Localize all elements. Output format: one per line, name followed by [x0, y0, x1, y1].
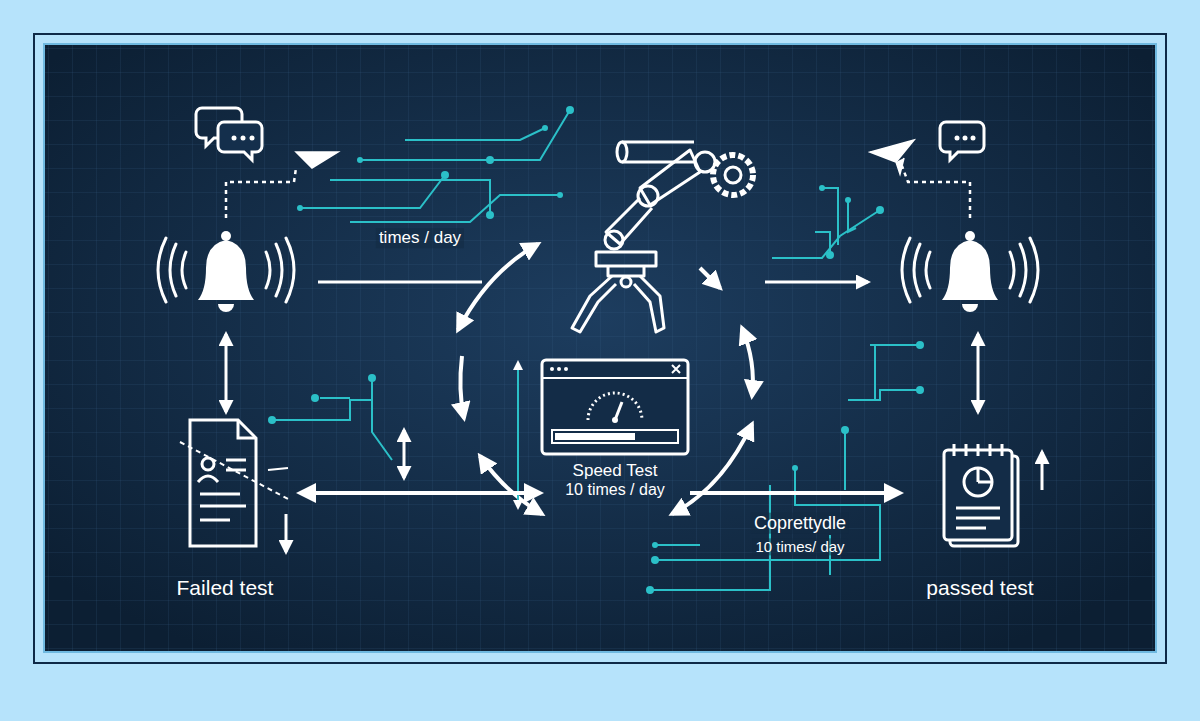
connector-arrow	[690, 491, 900, 495]
rate-label: times / day	[376, 228, 464, 248]
paper-plane	[296, 152, 338, 168]
chat-bubbles	[196, 108, 262, 160]
passed-test-node: passed test	[900, 438, 1060, 608]
cycle-arrows	[458, 244, 753, 514]
grid	[45, 45, 1155, 651]
panel	[44, 44, 1156, 652]
bell-left	[158, 231, 294, 312]
arrow	[700, 268, 720, 288]
chat-bubble	[940, 122, 984, 160]
robot-arm	[572, 142, 753, 332]
circuit-wires	[272, 110, 920, 590]
dashed-link	[902, 166, 970, 218]
failed-test-node: Failed test	[150, 408, 300, 608]
thin-double-arrow	[517, 362, 519, 508]
bell-right	[902, 231, 1038, 312]
node-text: 10 times / day	[565, 481, 665, 499]
double-arrow	[225, 334, 228, 412]
speed-window	[542, 360, 688, 454]
passed-notebook	[944, 444, 1042, 546]
failed-document	[180, 420, 290, 552]
dashed-link	[226, 168, 296, 218]
outer-frame	[34, 34, 1166, 663]
paper-plane	[870, 140, 914, 174]
arrow	[765, 281, 868, 284]
circuit-dots	[268, 106, 924, 594]
connector-arrow	[300, 491, 540, 495]
plain-line	[318, 281, 482, 284]
speed-test-node: Speed Test10 times / day	[540, 355, 690, 505]
process-label: Coprettydle	[751, 513, 849, 534]
double-arrow	[403, 430, 406, 478]
double-arrow	[977, 334, 980, 412]
chat-dots	[232, 136, 976, 141]
rate-label: 10 times/ day	[752, 538, 847, 555]
node-text: Speed Test	[573, 461, 658, 481]
node-text: Failed test	[177, 576, 274, 600]
node-text: passed test	[926, 576, 1033, 600]
